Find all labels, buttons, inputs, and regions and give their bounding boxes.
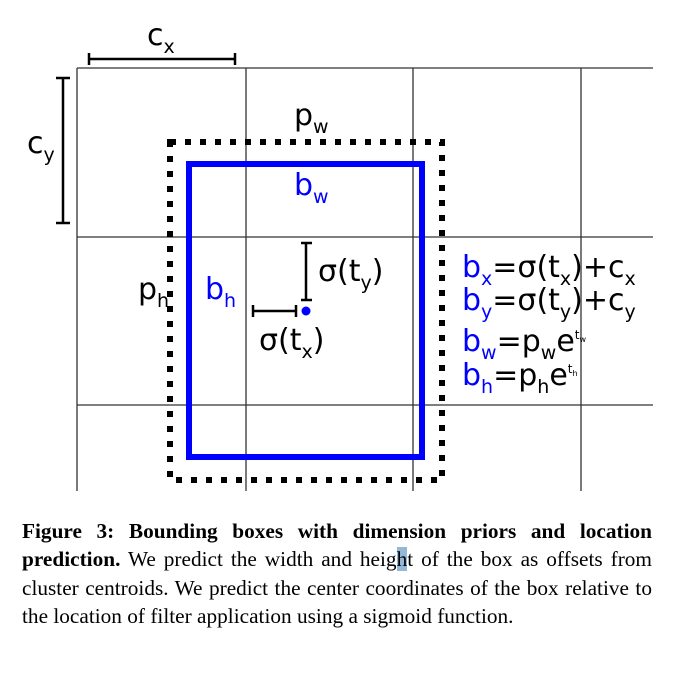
sigma-ty-label: σ(ty) <box>318 254 383 294</box>
sigma-ty-bar <box>301 241 312 302</box>
equations: bx=σ(tx)+cx by=σ(ty)+cy bw=pwetw bh=phet… <box>462 250 636 398</box>
cy-label: cy <box>27 126 55 166</box>
cx-label: cx <box>147 18 175 58</box>
pw-label: pw <box>294 98 329 138</box>
cy-dimension-bar <box>56 76 70 225</box>
prior-box <box>167 139 445 483</box>
caption-title: Bounding boxes with dimension priors and… <box>22 519 652 572</box>
caption-body: We predict the width and height of the b… <box>22 547 652 628</box>
caption-body-start: We predict the width and heig <box>127 547 397 572</box>
equation-by: by=σ(ty)+cy <box>462 283 636 323</box>
equation-bh: bh=pheth <box>462 358 578 398</box>
cx-dimension-bar <box>87 53 237 65</box>
bounding-box-diagram: cx cy pw bw ph bh σ(ty) σ(tx) bx=σ(tx)+c… <box>27 18 653 491</box>
bw-label: bw <box>294 168 329 208</box>
text-selection[interactable]: h <box>396 547 408 572</box>
equation-bw: bw=pwetw <box>462 324 587 364</box>
bh-label: bh <box>205 272 236 312</box>
caption-label: Figure 3: <box>22 519 115 543</box>
figure-caption: Figure 3: Bounding boxes with dimension … <box>22 517 652 630</box>
ph-label: ph <box>138 272 169 312</box>
sigma-tx-label: σ(tx) <box>259 323 324 363</box>
caption-body-end: t of the box as offsets from cluster cen… <box>22 547 652 628</box>
sigma-tx-bar <box>251 305 298 317</box>
center-point <box>301 306 311 316</box>
equation-bx: bx=σ(tx)+cx <box>462 250 636 290</box>
predicted-box <box>186 161 425 460</box>
